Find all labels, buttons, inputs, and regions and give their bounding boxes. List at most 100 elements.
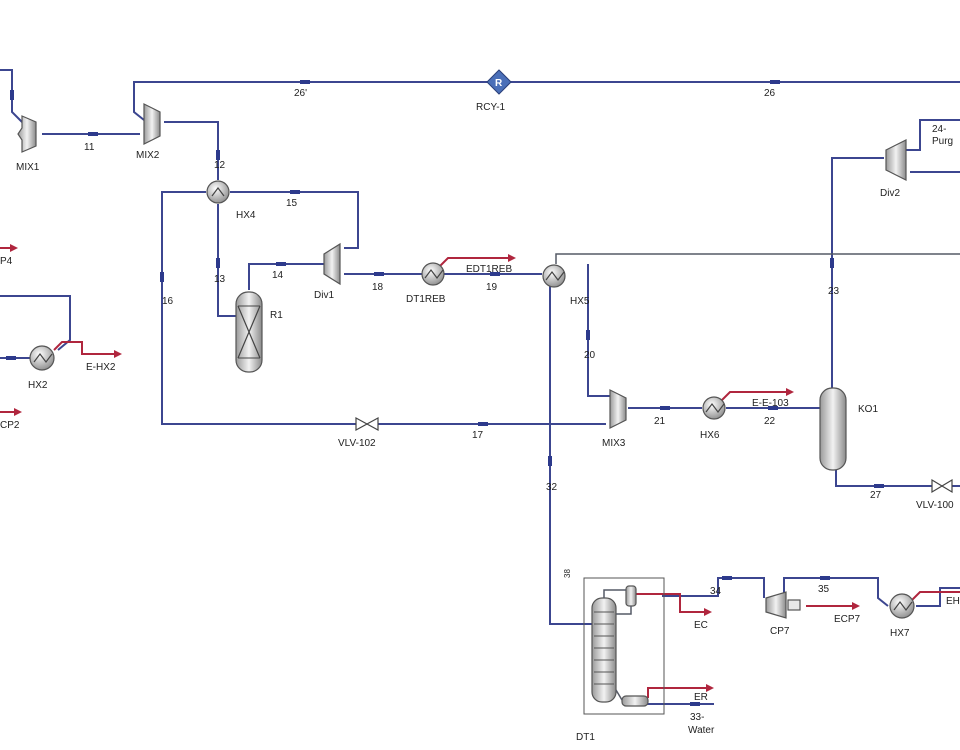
label-energy-p4: P4 [0,256,13,267]
label-stream-20: 20 [584,350,596,361]
label-energy-eh: EH [946,596,960,607]
label-vlv102: VLV-102 [338,438,376,449]
flash-drum-ko1[interactable] [819,387,847,471]
splitter-div1[interactable] [323,242,341,286]
label-stream-32: 32 [546,482,558,493]
flow-marker [490,272,500,276]
label-mix2: MIX2 [136,150,160,161]
label-rcy1: RCY-1 [476,102,506,113]
energy-eh-line[interactable] [911,591,960,601]
label-energy-ee103: E-E-103 [752,398,789,409]
energy-ee103-line[interactable] [721,391,786,401]
label-energy-ecp7: ECP7 [834,614,861,625]
flow-marker [548,456,552,466]
heater-dt1reb[interactable] [421,262,445,286]
stream-hx5-top[interactable] [555,253,960,264]
stream-32[interactable] [549,286,592,625]
recycle-symbol: R [495,78,503,89]
material-streams [0,69,960,705]
flow-marker [374,272,384,276]
flow-marker [690,702,700,706]
valve-vlv100[interactable] [931,478,953,494]
heater-hx7[interactable] [889,593,915,619]
flow-marker [216,258,220,268]
label-stream-23: 23 [828,286,840,297]
energy-arrow [704,608,712,616]
label-dt1reb: DT1REB [406,294,446,305]
stream-26-prime[interactable] [133,81,488,121]
label-energy-cp2: CP2 [0,420,20,431]
heat-exchanger-hx4[interactable] [206,180,230,204]
label-dt1: DT1 [576,732,595,743]
reactor-r1[interactable] [235,291,263,373]
stream-34[interactable] [662,577,765,598]
flow-marker [290,190,300,194]
stream-27[interactable] [835,468,932,487]
flow-marker [586,330,590,340]
energy-arrow [114,350,122,358]
flow-markers [6,80,884,706]
mixer-mix1[interactable] [17,115,37,153]
label-stream-33-water: Water [688,725,715,736]
energy-arrow [14,408,22,416]
heat-exchanger-hx5[interactable] [542,264,566,288]
energy-ec-line[interactable] [636,593,704,613]
label-hx6: HX6 [700,430,720,441]
label-cp7: CP7 [770,626,790,637]
label-div1: Div1 [314,290,334,301]
energy-streams [0,244,960,698]
stream-20[interactable] [587,264,610,397]
label-stream-33: 33- [690,712,704,723]
label-div2: Div2 [880,188,900,199]
label-stream-24-purge: Purg [932,136,953,147]
label-stream-16: 16 [162,296,174,307]
energy-er-line[interactable] [647,687,706,698]
label-hx7: HX7 [890,628,910,639]
mixer-mix2[interactable] [143,103,161,145]
stream-24[interactable] [904,119,960,151]
energy-arrow [852,602,860,610]
flow-marker [10,90,14,100]
stream-35[interactable] [783,577,889,607]
label-stream-21: 21 [654,416,666,427]
stream-hx7-out[interactable] [916,587,960,607]
label-stream-35: 35 [818,584,830,595]
flow-marker [160,272,164,282]
energy-edt1reb-line[interactable] [439,257,508,267]
splitter-div2[interactable] [885,139,907,181]
flow-marker [660,406,670,410]
heater-hx2[interactable] [29,345,55,371]
distillation-column-dt1[interactable] [583,577,665,715]
energy-arrow [786,388,794,396]
label-energy-edt1reb: EDT1REB [466,264,512,275]
energy-ehx2-line[interactable] [53,341,114,355]
flow-marker [6,356,16,360]
stream-23[interactable] [831,157,884,392]
flow-marker [770,80,780,84]
label-stream-38: 38 [563,569,572,578]
stream-14[interactable] [248,263,324,290]
stream-hx2-loop[interactable] [0,295,71,351]
valve-vlv102[interactable] [355,416,379,432]
label-stream-14: 14 [272,270,284,281]
stream-13[interactable] [217,204,238,317]
flow-marker [820,576,830,580]
label-energy-ehx2: E-HX2 [86,362,116,373]
label-stream-13: 13 [214,274,226,285]
label-stream-19: 19 [486,282,498,293]
stream-12[interactable] [164,121,219,180]
label-ko1: KO1 [858,404,878,415]
flow-marker [768,406,778,410]
label-mix3: MIX3 [602,438,626,449]
energy-arrow [706,684,714,692]
label-stream-11: 11 [84,142,95,153]
label-stream-15: 15 [286,198,298,209]
heater-hx6[interactable] [702,396,726,420]
stream-16[interactable] [161,191,356,425]
flow-marker [722,576,732,580]
compressor-cp7[interactable] [765,591,801,619]
mixer-mix3[interactable] [609,389,627,429]
recycle-rcy1[interactable]: R [486,69,512,95]
flow-marker [216,150,220,160]
